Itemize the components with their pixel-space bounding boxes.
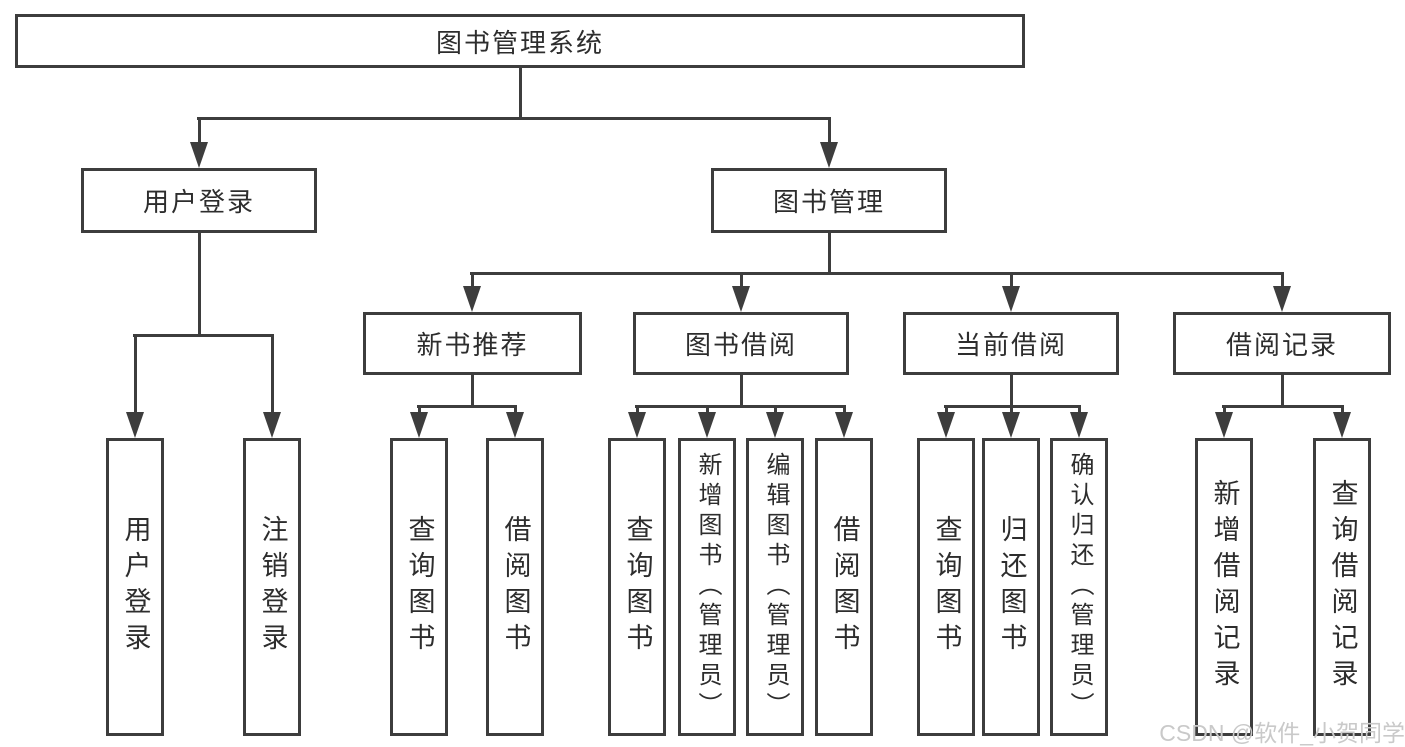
- connector: [828, 231, 831, 275]
- arrowhead-down-icon: [126, 412, 144, 438]
- node-leaf-borrowing-edit-books-admin: 编辑图书（管理员）: [746, 438, 804, 736]
- connector: [1281, 274, 1284, 288]
- connector: [1010, 373, 1013, 408]
- node-user-login: 用户登录: [81, 168, 317, 233]
- arrowhead-down-icon: [628, 412, 646, 438]
- connector: [418, 407, 421, 414]
- node-leaf-borrowing-borrow-books: 借阅图书: [815, 438, 873, 736]
- node-leaf-borrowing-query-books: 查询图书: [608, 438, 666, 736]
- connector: [133, 334, 274, 337]
- connector: [471, 373, 474, 408]
- node-new-book-recommend: 新书推荐: [363, 312, 582, 375]
- node-label: 借阅图书: [500, 515, 531, 659]
- connector: [470, 272, 1284, 275]
- connector: [514, 407, 517, 414]
- node-label: 查询图书: [404, 515, 435, 659]
- node-borrowing-records: 借阅记录: [1173, 312, 1391, 375]
- node-label: 新增图书（管理员）: [694, 452, 721, 722]
- node-label: 用户登录: [142, 187, 255, 217]
- node-leaf-records-query-record: 查询借阅记录: [1313, 438, 1371, 736]
- arrowhead-down-icon: [732, 286, 750, 312]
- arrowhead-down-icon: [263, 412, 281, 438]
- node-leaf-borrowing-add-books-admin: 新增图书（管理员）: [678, 438, 736, 736]
- node-leaf-recommend-query-books: 查询图书: [390, 438, 448, 736]
- node-leaf-records-add-record: 新增借阅记录: [1195, 438, 1253, 736]
- arrowhead-down-icon: [1273, 286, 1291, 312]
- connector: [471, 274, 474, 288]
- arrowhead-down-icon: [937, 412, 955, 438]
- connector: [774, 407, 777, 414]
- node-label: 图书管理系统: [435, 27, 604, 58]
- arrowhead-down-icon: [463, 286, 481, 312]
- connector: [1223, 407, 1226, 414]
- node-label: 查询借阅记录: [1327, 479, 1358, 695]
- arrowhead-down-icon: [190, 142, 208, 168]
- connector: [843, 407, 846, 414]
- connector: [134, 336, 137, 414]
- connector: [635, 405, 846, 408]
- node-book-management: 图书管理: [711, 168, 947, 233]
- node-label: 图书借阅: [684, 330, 797, 360]
- node-leaf-user-login: 用户登录: [106, 438, 164, 736]
- node-leaf-current-return-books: 归还图书: [982, 438, 1040, 736]
- connector: [740, 274, 743, 288]
- node-current-borrowing: 当前借阅: [903, 312, 1119, 375]
- node-label: 确认归还（管理员）: [1066, 452, 1093, 722]
- node-label: 借阅图书: [829, 515, 860, 659]
- node-label: 查询图书: [931, 515, 962, 659]
- connector: [1222, 405, 1344, 408]
- node-library-management-system: 图书管理系统: [15, 14, 1025, 68]
- node-leaf-recommend-borrow-books: 借阅图书: [486, 438, 544, 736]
- node-leaf-logout: 注销登录: [243, 438, 301, 736]
- node-leaf-current-confirm-return-admin: 确认归还（管理员）: [1050, 438, 1108, 736]
- connector: [706, 407, 709, 414]
- node-label: 编辑图书（管理员）: [762, 452, 789, 722]
- arrowhead-down-icon: [1002, 412, 1020, 438]
- connector: [1341, 407, 1344, 414]
- node-book-borrowing: 图书借阅: [633, 312, 849, 375]
- node-label: 当前借阅: [954, 330, 1067, 360]
- connector: [1078, 407, 1081, 414]
- node-label: 用户登录: [120, 515, 151, 659]
- connector: [519, 66, 522, 119]
- node-label: 新增借阅记录: [1209, 479, 1240, 695]
- arrowhead-down-icon: [1215, 412, 1233, 438]
- node-leaf-current-query-books: 查询图书: [917, 438, 975, 736]
- node-label: 注销登录: [257, 515, 288, 659]
- connector: [1281, 373, 1284, 408]
- arrowhead-down-icon: [506, 412, 524, 438]
- connector: [945, 407, 948, 414]
- connector: [1010, 274, 1013, 288]
- arrowhead-down-icon: [820, 142, 838, 168]
- connector: [198, 119, 201, 144]
- node-label: 归还图书: [996, 515, 1027, 659]
- connector: [944, 405, 1081, 408]
- connector: [198, 231, 201, 337]
- arrowhead-down-icon: [698, 412, 716, 438]
- connector: [197, 117, 831, 120]
- connector: [1010, 407, 1013, 414]
- node-label: 新书推荐: [416, 330, 529, 360]
- arrowhead-down-icon: [766, 412, 784, 438]
- arrowhead-down-icon: [410, 412, 428, 438]
- connector: [271, 336, 274, 414]
- arrowhead-down-icon: [1070, 412, 1088, 438]
- connector: [636, 407, 639, 414]
- connector: [828, 119, 831, 144]
- node-label: 查询图书: [622, 515, 653, 659]
- connector: [417, 405, 517, 408]
- connector: [740, 373, 743, 408]
- arrowhead-down-icon: [1002, 286, 1020, 312]
- arrowhead-down-icon: [835, 412, 853, 438]
- node-label: 图书管理: [772, 187, 885, 217]
- csdn-watermark: CSDN @软件_小贺同学: [1159, 720, 1405, 746]
- arrowhead-down-icon: [1333, 412, 1351, 438]
- node-label: 借阅记录: [1225, 330, 1338, 360]
